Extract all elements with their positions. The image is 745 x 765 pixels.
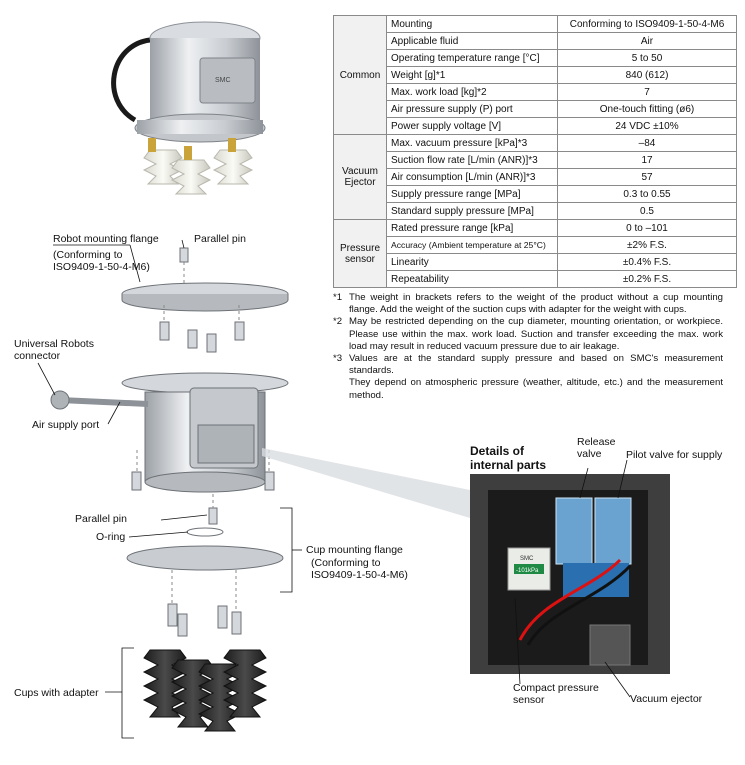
spec-value: One-touch fitting (ø6) bbox=[557, 100, 737, 118]
label-robot-flange-conformance: (Conforming to ISO9409-1-50-4-M6) bbox=[53, 249, 150, 273]
spec-value: ±0.4% F.S. bbox=[557, 253, 737, 271]
spec-value: 17 bbox=[557, 151, 737, 169]
spec-value: –84 bbox=[557, 134, 737, 152]
label-compact-pressure-sensor: Compact pressure sensor bbox=[513, 682, 599, 706]
footnotes: *1 The weight in brackets refers to the w… bbox=[333, 292, 723, 402]
spec-value: ±0.2% F.S. bbox=[557, 270, 737, 288]
label-cup-mounting-flange: Cup mounting flange bbox=[306, 544, 403, 556]
gripper-photo: SMC bbox=[111, 21, 266, 195]
spec-item: Max. vacuum pressure [kPa]*3 bbox=[386, 134, 558, 152]
spec-item: Suction flow rate [L/min (ANR)]*3 bbox=[386, 151, 558, 169]
spec-value: 0.3 to 0.55 bbox=[557, 185, 737, 203]
spec-value: 840 (612) bbox=[557, 66, 737, 84]
photo-brand-text: SMC bbox=[215, 77, 231, 84]
spec-row: Supply pressure range [MPa]0.3 to 0.55 bbox=[334, 185, 737, 203]
spec-value: ±2% F.S. bbox=[557, 236, 737, 254]
spec-value: 24 VDC ±10% bbox=[557, 117, 737, 135]
spec-value: 0 to –101 bbox=[557, 219, 737, 237]
spec-item: Max. work load [kg]*2 bbox=[386, 83, 558, 101]
spec-item: Air pressure supply (P) port bbox=[386, 100, 558, 118]
spec-value: 5 to 50 bbox=[557, 49, 737, 67]
spec-item: Linearity bbox=[386, 253, 558, 271]
internal-parts-photo: SMC -101kPa bbox=[262, 448, 670, 698]
footnote-mark: *2 bbox=[333, 316, 343, 328]
spec-value: Air bbox=[557, 32, 737, 50]
spec-row: Power supply voltage [V]24 VDC ±10% bbox=[334, 117, 737, 135]
spec-row: Operating temperature range [°C]5 to 50 bbox=[334, 49, 737, 67]
spec-item: Supply pressure range [MPa] bbox=[386, 185, 558, 203]
spec-item: Rated pressure range [kPa] bbox=[386, 219, 558, 237]
spec-row: Linearity±0.4% F.S. bbox=[334, 253, 737, 271]
footnote-text: Values are at the standard supply pressu… bbox=[349, 353, 723, 377]
label-vacuum-ejector: Vacuum ejector bbox=[630, 693, 703, 705]
spec-row: Repeatability±0.2% F.S. bbox=[334, 270, 737, 288]
spec-group-name: Pressure sensor bbox=[333, 219, 387, 288]
spec-item: Accuracy (Ambient temperature at 25°C) bbox=[386, 236, 558, 254]
spec-item: Standard supply pressure [MPa] bbox=[386, 202, 558, 220]
spec-item: Mounting bbox=[386, 15, 558, 33]
details-title: Details of internal parts bbox=[470, 444, 547, 472]
sensor-reading-text: -101kPa bbox=[516, 568, 539, 574]
label-parallel-pin-top: Parallel pin bbox=[194, 233, 246, 245]
spec-item: Operating temperature range [°C] bbox=[386, 49, 558, 67]
label-release-valve: Release valve bbox=[577, 436, 616, 460]
spec-value: 7 bbox=[557, 83, 737, 101]
spec-item: Air consumption [L/min (ANR)]*3 bbox=[386, 168, 558, 186]
sensor-brand-text: SMC bbox=[520, 556, 534, 562]
label-parallel-pin-bottom: Parallel pin bbox=[75, 513, 127, 525]
spec-row: Accuracy (Ambient temperature at 25°C)±2… bbox=[334, 236, 737, 254]
spec-group-name: Vacuum Ejector bbox=[333, 134, 387, 220]
spec-item: Repeatability bbox=[386, 270, 558, 288]
footnote-continuation: They depend on atmospheric pressure (wea… bbox=[349, 377, 723, 401]
spec-item: Applicable fluid bbox=[386, 32, 558, 50]
spec-value: Conforming to ISO9409-1-50-4-M6 bbox=[557, 15, 737, 33]
spec-item: Weight [g]*1 bbox=[386, 66, 558, 84]
footnote: *1 The weight in brackets refers to the w… bbox=[333, 292, 723, 316]
label-cup-flange-conformance: (Conforming to ISO9409-1-50-4-M6) bbox=[311, 557, 408, 581]
footnote-text: May be restricted depending on the cup d… bbox=[349, 316, 723, 352]
label-cups-with-adapter: Cups with adapter bbox=[14, 687, 99, 699]
spec-value: 57 bbox=[557, 168, 737, 186]
footnote-mark: *3 bbox=[333, 353, 343, 365]
spec-group-name: Common bbox=[333, 15, 387, 135]
label-ur-connector: Universal Robots connector bbox=[14, 338, 94, 362]
footnote: *3 Values are at the standard supply pres… bbox=[333, 353, 723, 402]
label-o-ring: O-ring bbox=[96, 531, 126, 543]
footnote: *2 May be restricted depending on the cup… bbox=[333, 316, 723, 353]
footnote-text: The weight in brackets refers to the wei… bbox=[349, 292, 723, 316]
spec-item: Power supply voltage [V] bbox=[386, 117, 558, 135]
label-air-supply-port: Air supply port bbox=[32, 419, 100, 431]
spec-value: 0.5 bbox=[557, 202, 737, 220]
label-pilot-valve: Pilot valve for supply bbox=[626, 449, 723, 461]
label-robot-flange: Robot mounting flange bbox=[53, 233, 159, 245]
spec-row: Standard supply pressure [MPa]0.5 bbox=[334, 202, 737, 220]
exploded-view bbox=[37, 239, 302, 739]
footnote-mark: *1 bbox=[333, 292, 343, 303]
